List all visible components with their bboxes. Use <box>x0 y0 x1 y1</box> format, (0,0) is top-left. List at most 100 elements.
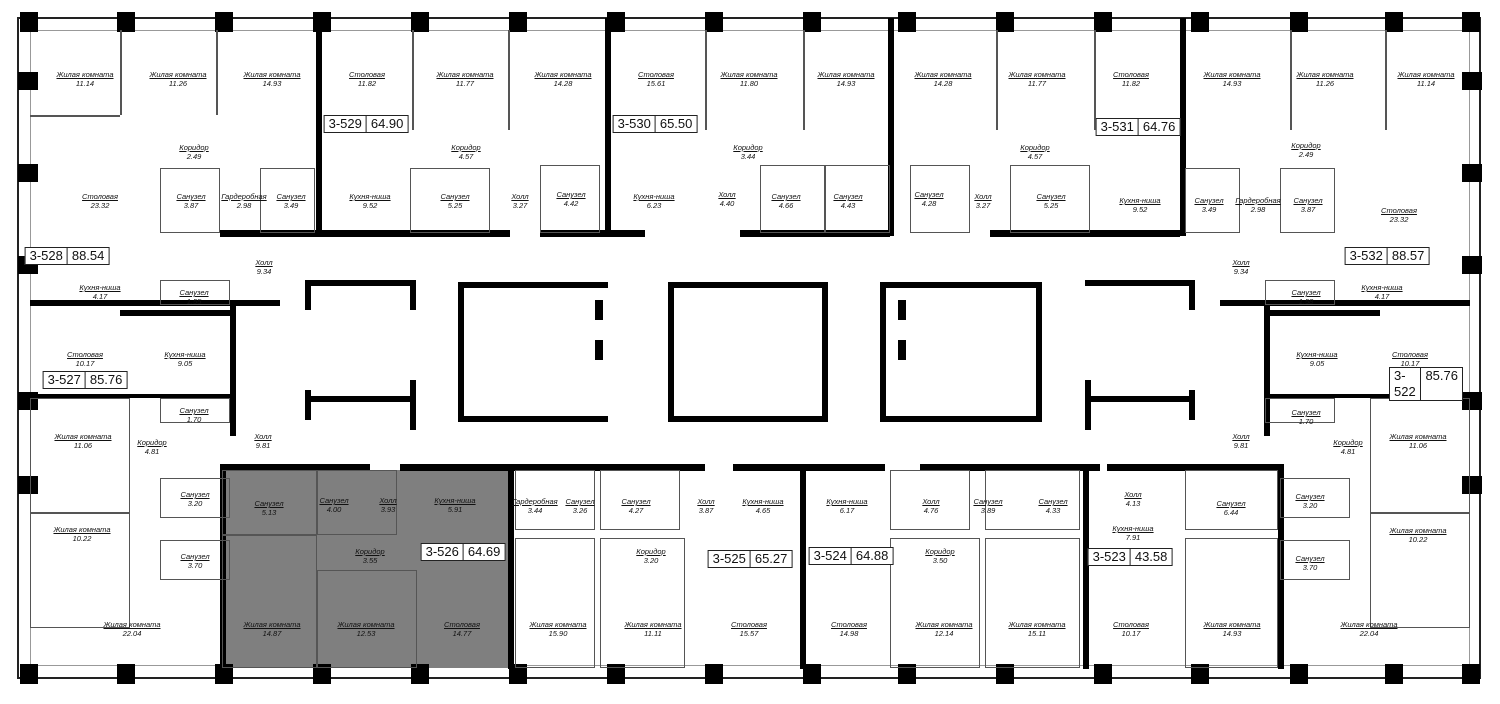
room-name: Санузел <box>565 497 595 506</box>
unit-area: 85.76 <box>84 372 127 388</box>
room-area: 11.26 <box>168 79 188 88</box>
wall <box>411 12 429 32</box>
room-name: Столовая <box>444 620 480 629</box>
partition <box>222 470 317 535</box>
room-name: Кухня-ниша <box>826 497 868 506</box>
room-area: 4.76 <box>923 506 939 515</box>
building-outline <box>17 17 1481 679</box>
unit-area: 85.76 <box>1420 368 1462 400</box>
unit-area: 64.69 <box>462 544 505 560</box>
unit-number: 3-524 <box>813 548 847 563</box>
room-name: Жилая комната <box>914 70 972 79</box>
room-name: Жилая комната <box>624 620 682 629</box>
unit-area: 65.27 <box>749 551 792 567</box>
room-area: 3.49 <box>1201 205 1217 214</box>
wall <box>305 280 311 310</box>
room-area: 4.81 <box>1340 447 1356 456</box>
room-name: Санузел <box>1038 497 1068 506</box>
wall <box>1290 664 1308 684</box>
room-area: 9.34 <box>1233 267 1249 276</box>
partition <box>1094 30 1096 130</box>
unit-area: 64.88 <box>850 548 893 564</box>
wall <box>1220 300 1470 306</box>
room-name: Санузел <box>556 190 586 199</box>
partition <box>1265 280 1335 305</box>
room-area: 11.06 <box>73 441 93 450</box>
partition <box>825 165 890 233</box>
partition <box>410 168 490 233</box>
room-area: 15.61 <box>646 79 666 88</box>
room-name: Жилая комната <box>1008 70 1066 79</box>
room-name: Жилая комната <box>53 525 111 534</box>
partition <box>985 538 1080 668</box>
partition <box>222 535 317 668</box>
room-area: 14.28 <box>553 79 573 88</box>
wall <box>898 300 906 320</box>
wall <box>996 664 1014 684</box>
room-name: Жилая комната <box>1389 526 1447 535</box>
wall <box>1085 380 1091 430</box>
room-name: Жилая комната <box>1203 620 1261 629</box>
room-name: Столовая <box>1113 620 1149 629</box>
wall <box>1462 664 1480 684</box>
room-area: 9.52 <box>362 201 378 210</box>
highlighted-apartment-3-526[interactable] <box>222 470 510 668</box>
partition <box>1280 540 1350 580</box>
room-area: 4.57 <box>1027 152 1043 161</box>
wall <box>1191 664 1209 684</box>
wall <box>1083 464 1089 669</box>
wall <box>410 380 416 430</box>
room-name: Санузел <box>833 192 863 201</box>
wall <box>1094 664 1112 684</box>
unit-number: 3-525 <box>712 551 746 566</box>
room-name: Кухня-ниша <box>164 350 206 359</box>
room-name: Жилая комната <box>915 620 973 629</box>
wall <box>1462 12 1480 32</box>
room-area: 3.87 <box>698 506 714 515</box>
room-area: 15.11 <box>1027 629 1047 638</box>
unit-number: 3-523 <box>1092 549 1126 564</box>
room-area: 12.53 <box>356 629 376 638</box>
partition <box>160 280 230 305</box>
room-area: 3.89 <box>980 506 996 515</box>
room-name: Жилая комната <box>1389 432 1447 441</box>
room-name: Жилая комната <box>1296 70 1354 79</box>
wall <box>803 12 821 32</box>
room-name: Жилая комната <box>1203 70 1261 79</box>
wall <box>1107 464 1280 471</box>
room-area: 3.44 <box>740 152 756 161</box>
wall <box>898 664 916 684</box>
unit-number: 3-532 <box>1349 248 1383 263</box>
partition <box>30 115 120 117</box>
room-area: 7.91 <box>1125 533 1141 542</box>
wall <box>668 416 828 422</box>
room-area: 4.13 <box>1125 499 1141 508</box>
room-name: Жилая комната <box>817 70 875 79</box>
room-area: 5.13 <box>261 508 277 517</box>
wall <box>800 464 806 669</box>
